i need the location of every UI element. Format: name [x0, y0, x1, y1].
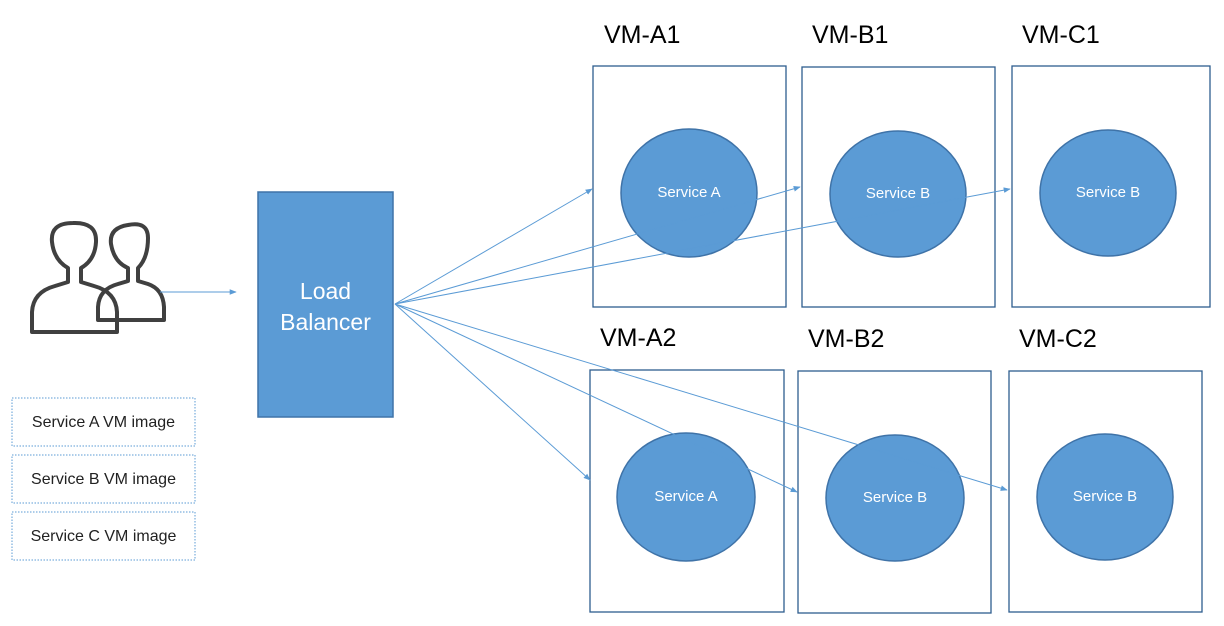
vm-image-box-c: Service C VM image [11, 511, 196, 561]
service-b2: Service B [825, 434, 965, 562]
vm-label: VM-B1 [812, 21, 888, 49]
load-balancer-label-line2: Balancer [280, 309, 371, 335]
service-label: Service B [1073, 488, 1137, 505]
vm-image-label: Service B VM image [31, 471, 176, 488]
lb-to-vm-b1-arrow [394, 186, 801, 305]
service-b1: Service B [829, 130, 967, 258]
service-label: Service B [866, 185, 930, 202]
vm-label: VM-A2 [600, 324, 676, 352]
vm-image-list: Service A VM image Service B VM image Se… [11, 397, 196, 561]
vm-label: VM-B2 [808, 325, 884, 353]
service-c2: Service B [1036, 433, 1174, 561]
vm-label: VM-C2 [1019, 325, 1097, 353]
vm-label: VM-A1 [604, 21, 680, 49]
service-label: Service A [657, 184, 720, 201]
vm-image-label: Service A VM image [32, 414, 175, 431]
connections [394, 186, 1011, 493]
service-label: Service B [1076, 184, 1140, 201]
load-balancer: Load Balancer [257, 191, 394, 418]
vm-image-box-a: Service A VM image [11, 397, 196, 447]
users-icon [30, 220, 166, 334]
lb-to-vm-b2-arrow [394, 303, 798, 493]
service-c1: Service B [1039, 129, 1177, 257]
load-balancer-label-line1: Load [300, 278, 351, 304]
service-label: Service B [863, 489, 927, 506]
vm-image-label: Service C VM image [31, 528, 177, 545]
lb-to-vm-a2-arrow [394, 303, 591, 481]
lb-to-vm-c2-arrow [394, 303, 1008, 491]
service-label: Service A [654, 488, 717, 505]
lb-to-vm-a1-arrow [394, 188, 593, 305]
service-a2: Service A [616, 432, 756, 562]
lb-to-vm-c1-arrow [394, 187, 1011, 305]
vm-label: VM-C1 [1022, 21, 1100, 49]
service-a1: Service A [620, 128, 758, 258]
vm-image-box-b: Service B VM image [11, 454, 196, 504]
